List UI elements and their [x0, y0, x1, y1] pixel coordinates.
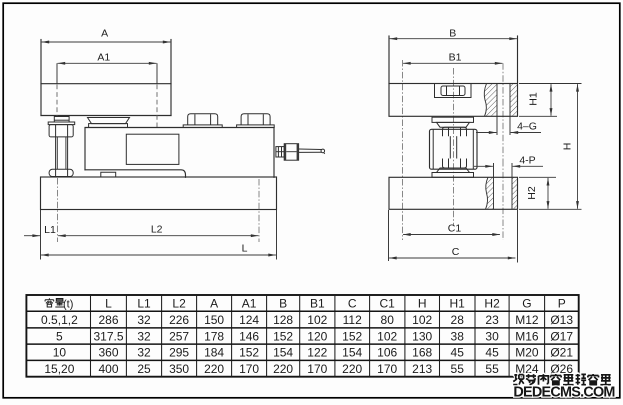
svg-text:170: 170 [239, 362, 259, 376]
svg-text:154: 154 [342, 346, 362, 360]
svg-text:106: 106 [377, 346, 397, 360]
svg-text:45: 45 [485, 346, 499, 360]
svg-text:B1: B1 [449, 51, 462, 63]
svg-text:A: A [101, 28, 108, 40]
svg-text:286: 286 [98, 313, 118, 327]
svg-text:130: 130 [412, 329, 432, 343]
svg-text:(t): (t) [63, 298, 73, 310]
svg-text:10: 10 [53, 346, 67, 360]
svg-text:102: 102 [412, 313, 432, 327]
svg-text:M24: M24 [515, 362, 539, 376]
svg-text:28: 28 [451, 313, 465, 327]
svg-text:152: 152 [342, 329, 362, 343]
svg-text:257: 257 [169, 329, 189, 343]
svg-text:317.5: 317.5 [93, 329, 123, 343]
svg-text:213: 213 [412, 362, 432, 376]
svg-text:C1: C1 [380, 296, 396, 310]
svg-text:A1: A1 [97, 51, 110, 63]
svg-text:102: 102 [307, 313, 327, 327]
svg-text:55: 55 [485, 362, 499, 376]
svg-text:L1: L1 [44, 224, 56, 236]
svg-text:M12: M12 [515, 313, 539, 327]
svg-text:350: 350 [169, 362, 189, 376]
svg-text:45: 45 [451, 346, 465, 360]
svg-text:170: 170 [307, 362, 327, 376]
svg-text:154: 154 [273, 346, 293, 360]
svg-text:25: 25 [137, 362, 151, 376]
svg-text:B1: B1 [310, 296, 325, 310]
svg-text:120: 120 [307, 329, 327, 343]
svg-text:H: H [562, 143, 574, 151]
svg-text:DEDECMS.COM: DEDECMS.COM [513, 384, 615, 400]
svg-text:L1: L1 [137, 296, 151, 310]
svg-text:184: 184 [204, 346, 224, 360]
svg-text:C1: C1 [448, 223, 462, 235]
svg-text:C: C [452, 246, 460, 258]
svg-text:152: 152 [239, 346, 259, 360]
svg-text:32: 32 [137, 346, 151, 360]
svg-text:124: 124 [239, 313, 259, 327]
svg-text:220: 220 [342, 362, 362, 376]
svg-text:400: 400 [98, 362, 118, 376]
svg-text:4-P: 4-P [519, 154, 535, 166]
svg-text:295: 295 [169, 346, 189, 360]
svg-text:L2: L2 [172, 296, 186, 310]
svg-text:23: 23 [485, 313, 499, 327]
svg-text:168: 168 [412, 346, 432, 360]
svg-text:38: 38 [451, 329, 465, 343]
svg-text:M20: M20 [515, 346, 539, 360]
svg-text:178: 178 [204, 329, 224, 343]
svg-text:0.5,1,2: 0.5,1,2 [41, 313, 78, 327]
svg-text:32: 32 [137, 313, 151, 327]
svg-text:G: G [522, 296, 531, 310]
svg-text:32: 32 [137, 329, 151, 343]
svg-text:146: 146 [239, 329, 259, 343]
svg-text:H1: H1 [528, 92, 540, 106]
svg-text:H: H [418, 296, 427, 310]
svg-text:128: 128 [273, 313, 293, 327]
svg-text:H2: H2 [526, 186, 538, 200]
svg-text:A1: A1 [242, 296, 257, 310]
svg-text:L: L [242, 243, 248, 255]
svg-text:Ø13: Ø13 [550, 313, 573, 327]
svg-text:C: C [348, 296, 357, 310]
svg-text:112: 112 [343, 313, 362, 327]
svg-text:150: 150 [204, 313, 224, 327]
svg-text:80: 80 [381, 313, 395, 327]
svg-text:L2: L2 [151, 223, 163, 235]
svg-text:102: 102 [377, 329, 397, 343]
svg-text:170: 170 [377, 362, 397, 376]
svg-text:Ø21: Ø21 [550, 346, 573, 360]
svg-text:122: 122 [307, 346, 327, 360]
svg-text:M16: M16 [515, 329, 539, 343]
svg-text:Ø26: Ø26 [550, 362, 573, 376]
svg-text:H2: H2 [484, 296, 500, 310]
svg-text:15,20: 15,20 [44, 362, 74, 376]
svg-text:B: B [449, 27, 456, 39]
svg-text:30: 30 [485, 329, 499, 343]
svg-text:Ø17: Ø17 [550, 329, 573, 343]
svg-text:5: 5 [56, 329, 63, 343]
svg-text:A: A [210, 296, 218, 310]
svg-text:4–G: 4–G [517, 121, 537, 133]
svg-text:P: P [558, 296, 566, 310]
svg-text:152: 152 [273, 329, 293, 343]
svg-text:L: L [105, 296, 112, 310]
svg-text:H1: H1 [450, 296, 466, 310]
svg-text:220: 220 [204, 362, 224, 376]
svg-text:B: B [279, 296, 287, 310]
svg-text:360: 360 [98, 346, 118, 360]
svg-text:55: 55 [451, 362, 465, 376]
svg-text:220: 220 [273, 362, 293, 376]
svg-text:226: 226 [169, 313, 189, 327]
